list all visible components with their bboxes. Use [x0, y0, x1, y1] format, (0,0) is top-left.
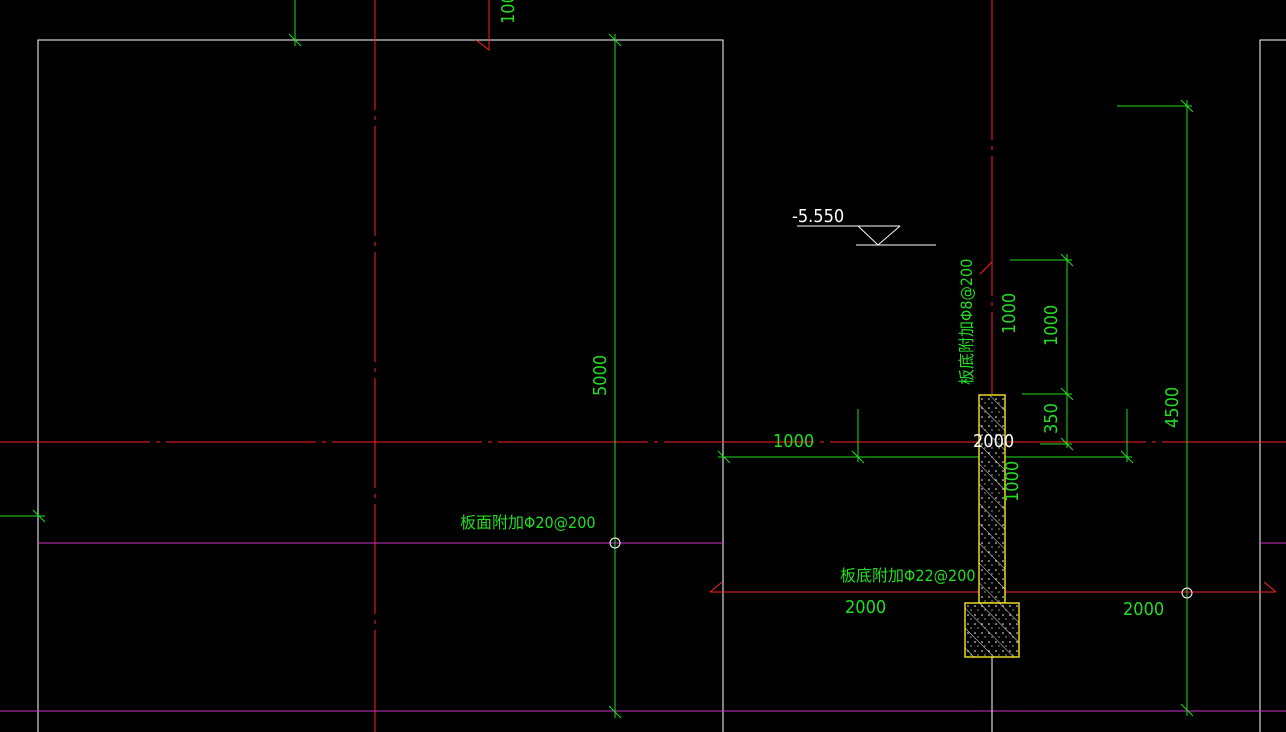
dim-column-1000-a: 1000	[999, 293, 1020, 334]
dim-left-5000: 5000	[590, 355, 611, 396]
dim-bottom-2000-left: 2000	[845, 597, 886, 618]
note-top-rebar: 板面附加Φ20@200	[460, 513, 596, 532]
wall-section	[964, 394, 1020, 732]
level-mark-label: -5.550	[792, 206, 844, 227]
rebar-hook-column	[979, 261, 993, 275]
dim-top-small: 1000	[498, 0, 519, 24]
note-bottom-rebar-22: 板底附加Φ22@200	[840, 566, 976, 585]
dim-column-1000-b: 1000	[1041, 305, 1062, 346]
slab-outline-right	[1259, 39, 1286, 732]
dim-column-1000-c: 1000	[1002, 461, 1023, 502]
slab-outline-left	[37, 39, 724, 732]
section-lines	[0, 542, 1286, 712]
dim-right-4500: 4500	[1162, 387, 1183, 428]
dim-horizontal-2000: 2000	[973, 431, 1014, 452]
note-bottom-rebar-8: 板底附加Φ8@200	[957, 259, 976, 385]
dim-bottom-2000-right: 2000	[1123, 599, 1164, 620]
dim-column-350: 350	[1041, 403, 1062, 434]
rebar-hook-top	[475, 0, 490, 52]
level-marker	[797, 225, 936, 246]
dimension-lines	[0, 0, 1194, 719]
dim-horizontal-1000: 1000	[773, 431, 814, 452]
